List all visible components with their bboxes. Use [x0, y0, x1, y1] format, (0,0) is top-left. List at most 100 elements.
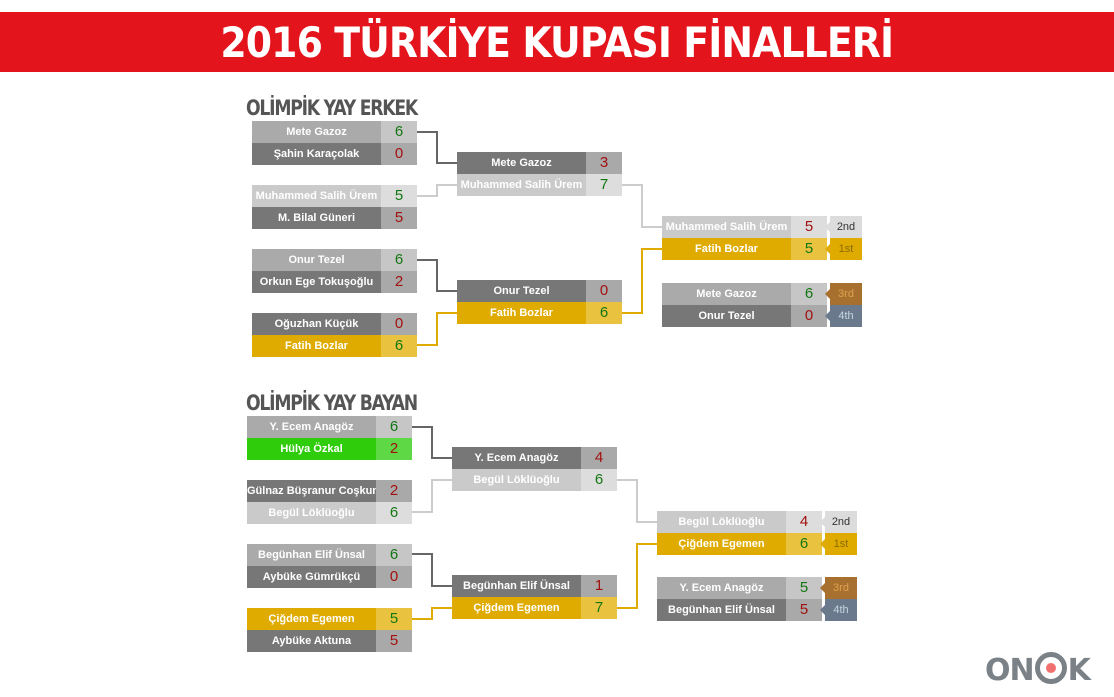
player-score: 5 [786, 577, 822, 599]
player-name: Begünhan Elif Ünsal [452, 575, 581, 597]
player-name: Fatih Bozlar [252, 335, 381, 357]
player-score: 0 [381, 313, 417, 335]
player-score: 6 [791, 283, 827, 305]
player-score: 2 [376, 480, 412, 502]
player-name: Çiğdem Egemen [452, 597, 581, 619]
player-name: Y. Ecem Anagöz [657, 577, 786, 599]
player-score: 4 [581, 447, 617, 469]
page-title: 2016 TÜRKİYE KUPASI FİNALLERİ [220, 17, 895, 67]
player-score: 2 [381, 271, 417, 293]
player-score: 0 [586, 280, 622, 302]
player-name: Aybüke Gümrükçü [247, 566, 376, 588]
title-banner: 2016 TÜRKİYE KUPASI FİNALLERİ [0, 12, 1114, 72]
place-badge: 3rd [820, 577, 857, 599]
player-name: Muhammed Salih Ürem [252, 185, 381, 207]
player-score: 2 [376, 438, 412, 460]
player-score: 3 [586, 152, 622, 174]
player-name: Muhammed Salih Ürem [662, 216, 791, 238]
player-name: Begül Löklüoğlu [452, 469, 581, 491]
player-name: Onur Tezel [662, 305, 791, 327]
player-score: 6 [586, 302, 622, 324]
player-name: Aybüke Aktuna [247, 630, 376, 652]
player-score: 5 [381, 185, 417, 207]
player-name: Begül Löklüoğlu [247, 502, 376, 524]
player-name: Şahin Karaçolak [252, 143, 381, 165]
player-name: Mete Gazoz [252, 121, 381, 143]
place-badge: 2nd [825, 216, 862, 238]
player-score: 7 [586, 174, 622, 196]
place-badge: 1st [820, 533, 857, 555]
player-name: Mete Gazoz [662, 283, 791, 305]
player-name: Hülya Özkal [247, 438, 376, 460]
men-heading: OLİMPİK YAY ERKEK [246, 96, 418, 120]
player-score: 6 [381, 249, 417, 271]
player-score: 6 [381, 121, 417, 143]
player-score: 5 [381, 207, 417, 229]
player-name: Begünhan Elif Ünsal [247, 544, 376, 566]
player-name: Mete Gazoz [457, 152, 586, 174]
player-name: Çiğdem Egemen [657, 533, 786, 555]
player-score: 6 [376, 502, 412, 524]
player-score: 5 [786, 599, 822, 621]
player-score: 1 [581, 575, 617, 597]
player-score: 5 [791, 216, 827, 238]
player-score: 0 [381, 143, 417, 165]
women-heading: OLİMPİK YAY BAYAN [246, 391, 418, 415]
player-score: 6 [581, 469, 617, 491]
player-name: Y. Ecem Anagöz [247, 416, 376, 438]
player-score: 6 [376, 544, 412, 566]
player-name: Fatih Bozlar [662, 238, 791, 260]
player-score: 5 [376, 630, 412, 652]
place-badge: 4th [825, 305, 862, 327]
player-name: Orkun Ege Tokuşoğlu [252, 271, 381, 293]
player-name: Fatih Bozlar [457, 302, 586, 324]
player-score: 4 [786, 511, 822, 533]
player-score: 0 [791, 305, 827, 327]
player-score: 5 [376, 608, 412, 630]
player-name: Oğuzhan Küçük [252, 313, 381, 335]
player-name: Onur Tezel [457, 280, 586, 302]
player-name: Begül Löklüoğlu [657, 511, 786, 533]
player-score: 6 [376, 416, 412, 438]
player-name: Onur Tezel [252, 249, 381, 271]
place-badge: 4th [820, 599, 857, 621]
player-name: M. Bilal Güneri [252, 207, 381, 229]
